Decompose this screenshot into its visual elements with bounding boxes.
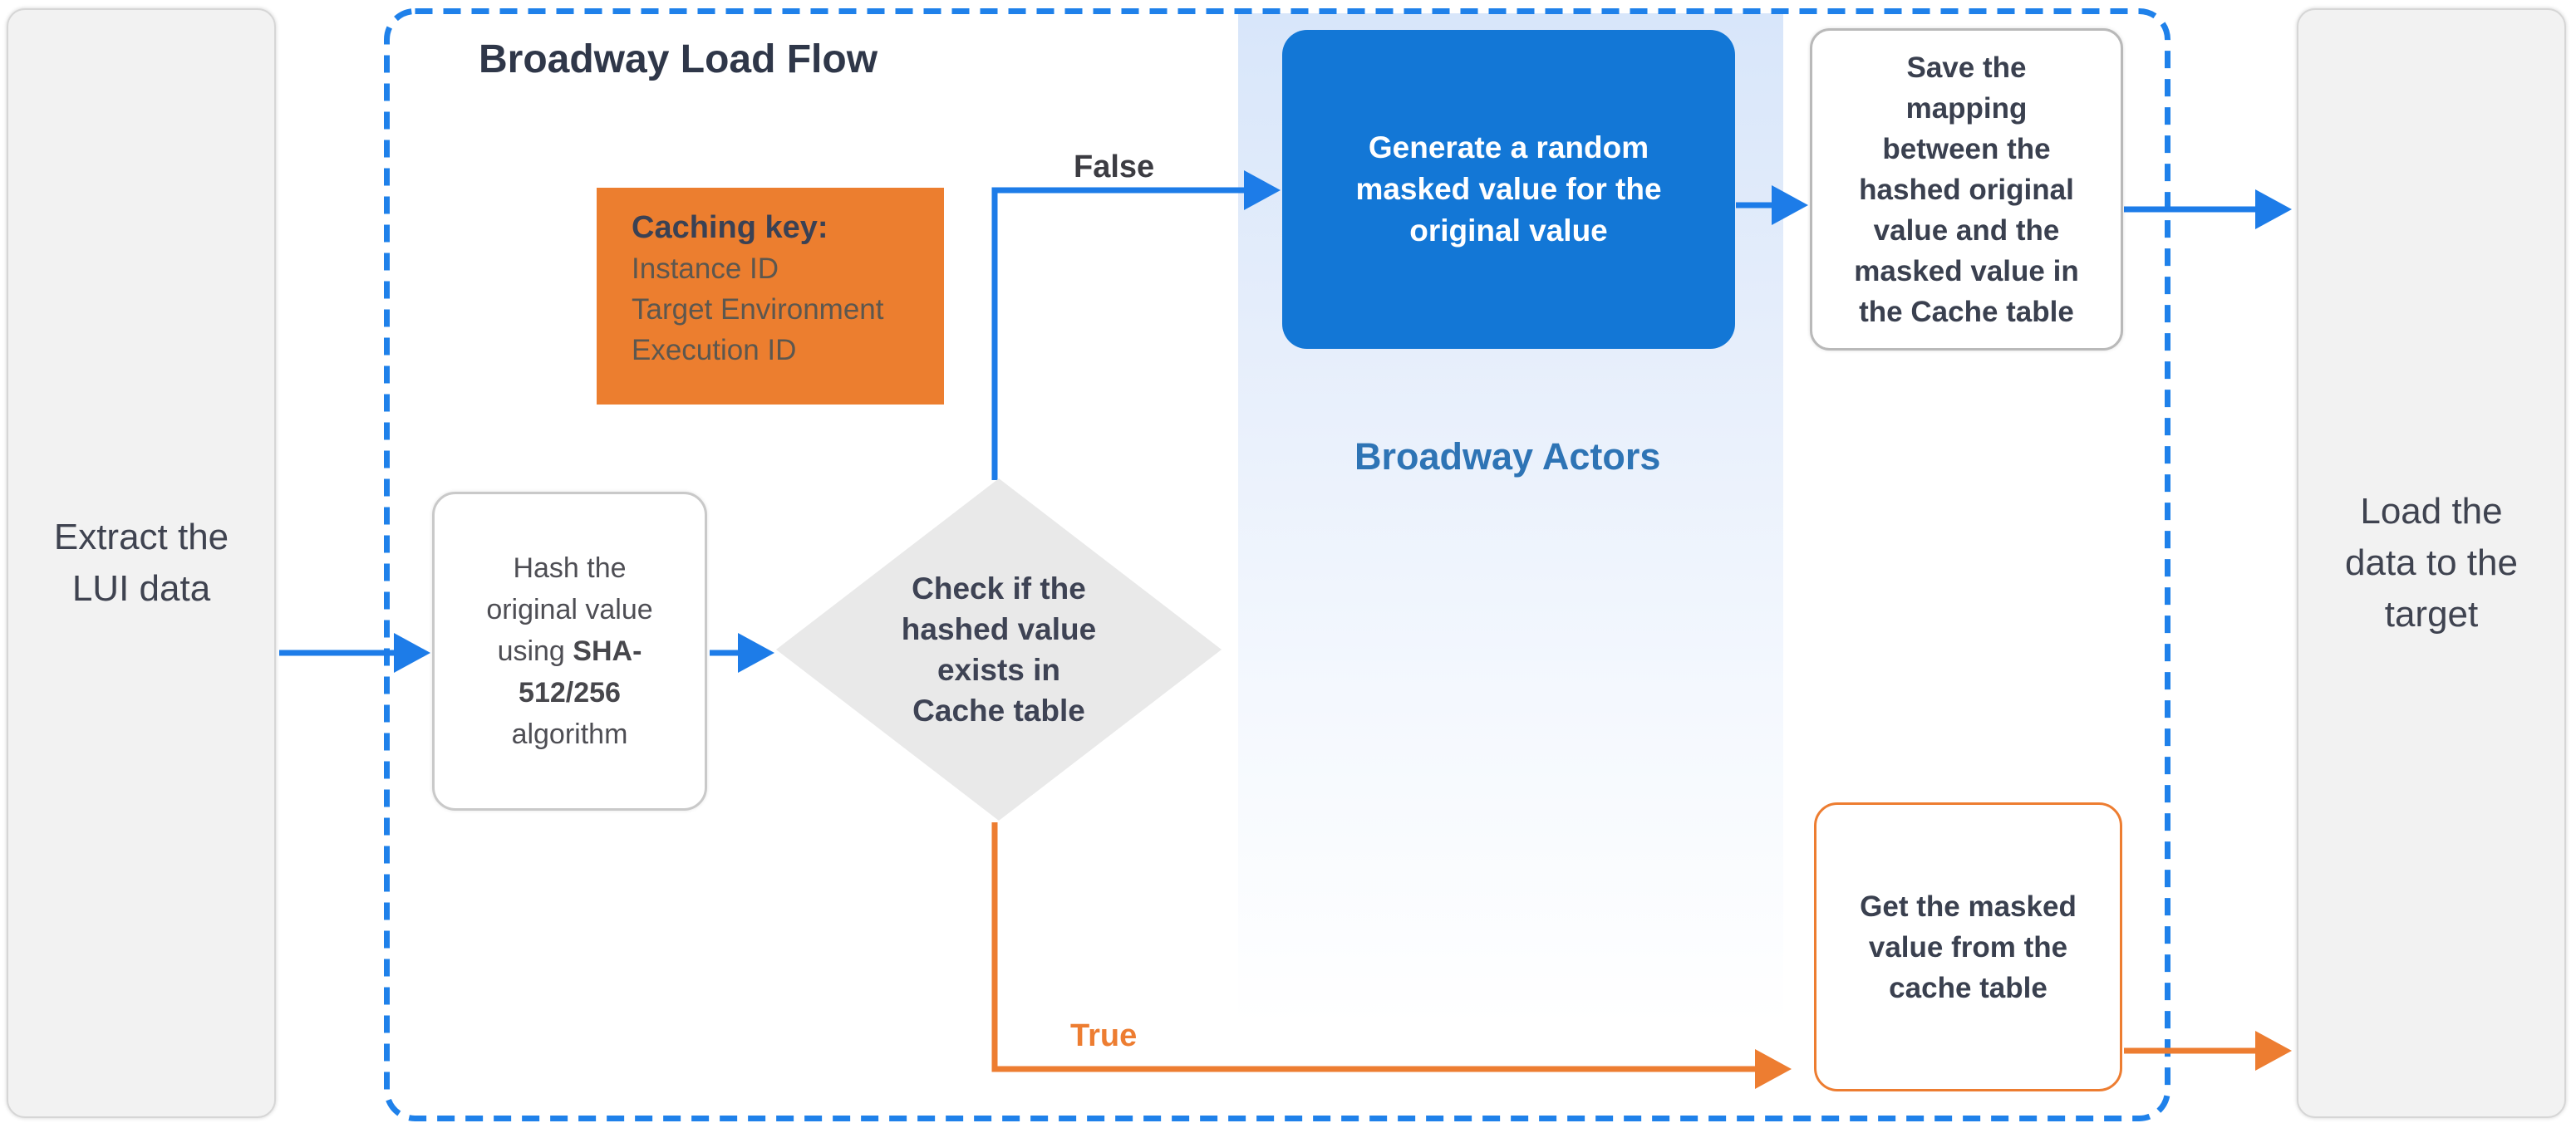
broadway-actors-lane-label: Broadway Actors [1354, 435, 1661, 478]
node-get-masked-value: Get the masked value from the cache tabl… [1814, 802, 2122, 1091]
arrowhead-generate-to-save [1772, 185, 1808, 225]
caching-key-item-instance-id: Instance ID [632, 253, 779, 285]
node-generate-label: Generate a random masked value for the o… [1355, 130, 1662, 248]
node-hash-original-value: Hash the original value using SHA- 512/2… [432, 492, 707, 811]
container-dashed-border [384, 8, 2170, 1121]
arrowhead-false-path [1244, 170, 1281, 210]
terminal-load-to-target: Load the data to the target [2297, 8, 2566, 1118]
caching-key-note: Caching key: Instance ID Target Environm… [597, 188, 944, 405]
caching-key-item-target-environment: Target Environment [632, 293, 884, 326]
node-get-label: Get the masked value from the cache tabl… [1860, 890, 2077, 1004]
node-generate-masked-value: Generate a random masked value for the o… [1282, 30, 1735, 349]
arrowhead-save-to-load [2255, 189, 2292, 229]
arrow-false-path [991, 187, 1245, 480]
terminal-extract-lui-data: Extract the LUI data [7, 8, 276, 1118]
terminal-extract-label: Extract the LUI data [53, 517, 229, 609]
arrowhead-hash-to-check [738, 633, 774, 673]
node-save-label: Save the mapping between the hashed orig… [1854, 51, 2079, 328]
orange-connectors [991, 822, 2292, 1089]
node-save-mapping: Save the mapping between the hashed orig… [1810, 28, 2123, 351]
node-hash-label: Hash the original value using SHA- 512/2… [486, 552, 653, 750]
diagram-title: Broadway Load Flow [479, 37, 878, 81]
blue-connectors [279, 170, 2292, 673]
edge-label-true: True [1070, 1018, 1138, 1053]
edge-label-false: False [1074, 150, 1155, 184]
node-check-label: Check if the hashed value exists in Cach… [901, 571, 1097, 728]
arrowhead-true-path [1755, 1049, 1792, 1089]
arrowhead-get-to-load [2255, 1031, 2292, 1071]
caching-key-item-execution-id: Execution ID [632, 334, 797, 366]
caching-key-header: Caching key: [632, 210, 828, 245]
terminal-load-label: Load the data to the target [2345, 491, 2518, 635]
arrow-true-path [991, 822, 1755, 1072]
arrowhead-extract-to-hash [394, 633, 430, 673]
